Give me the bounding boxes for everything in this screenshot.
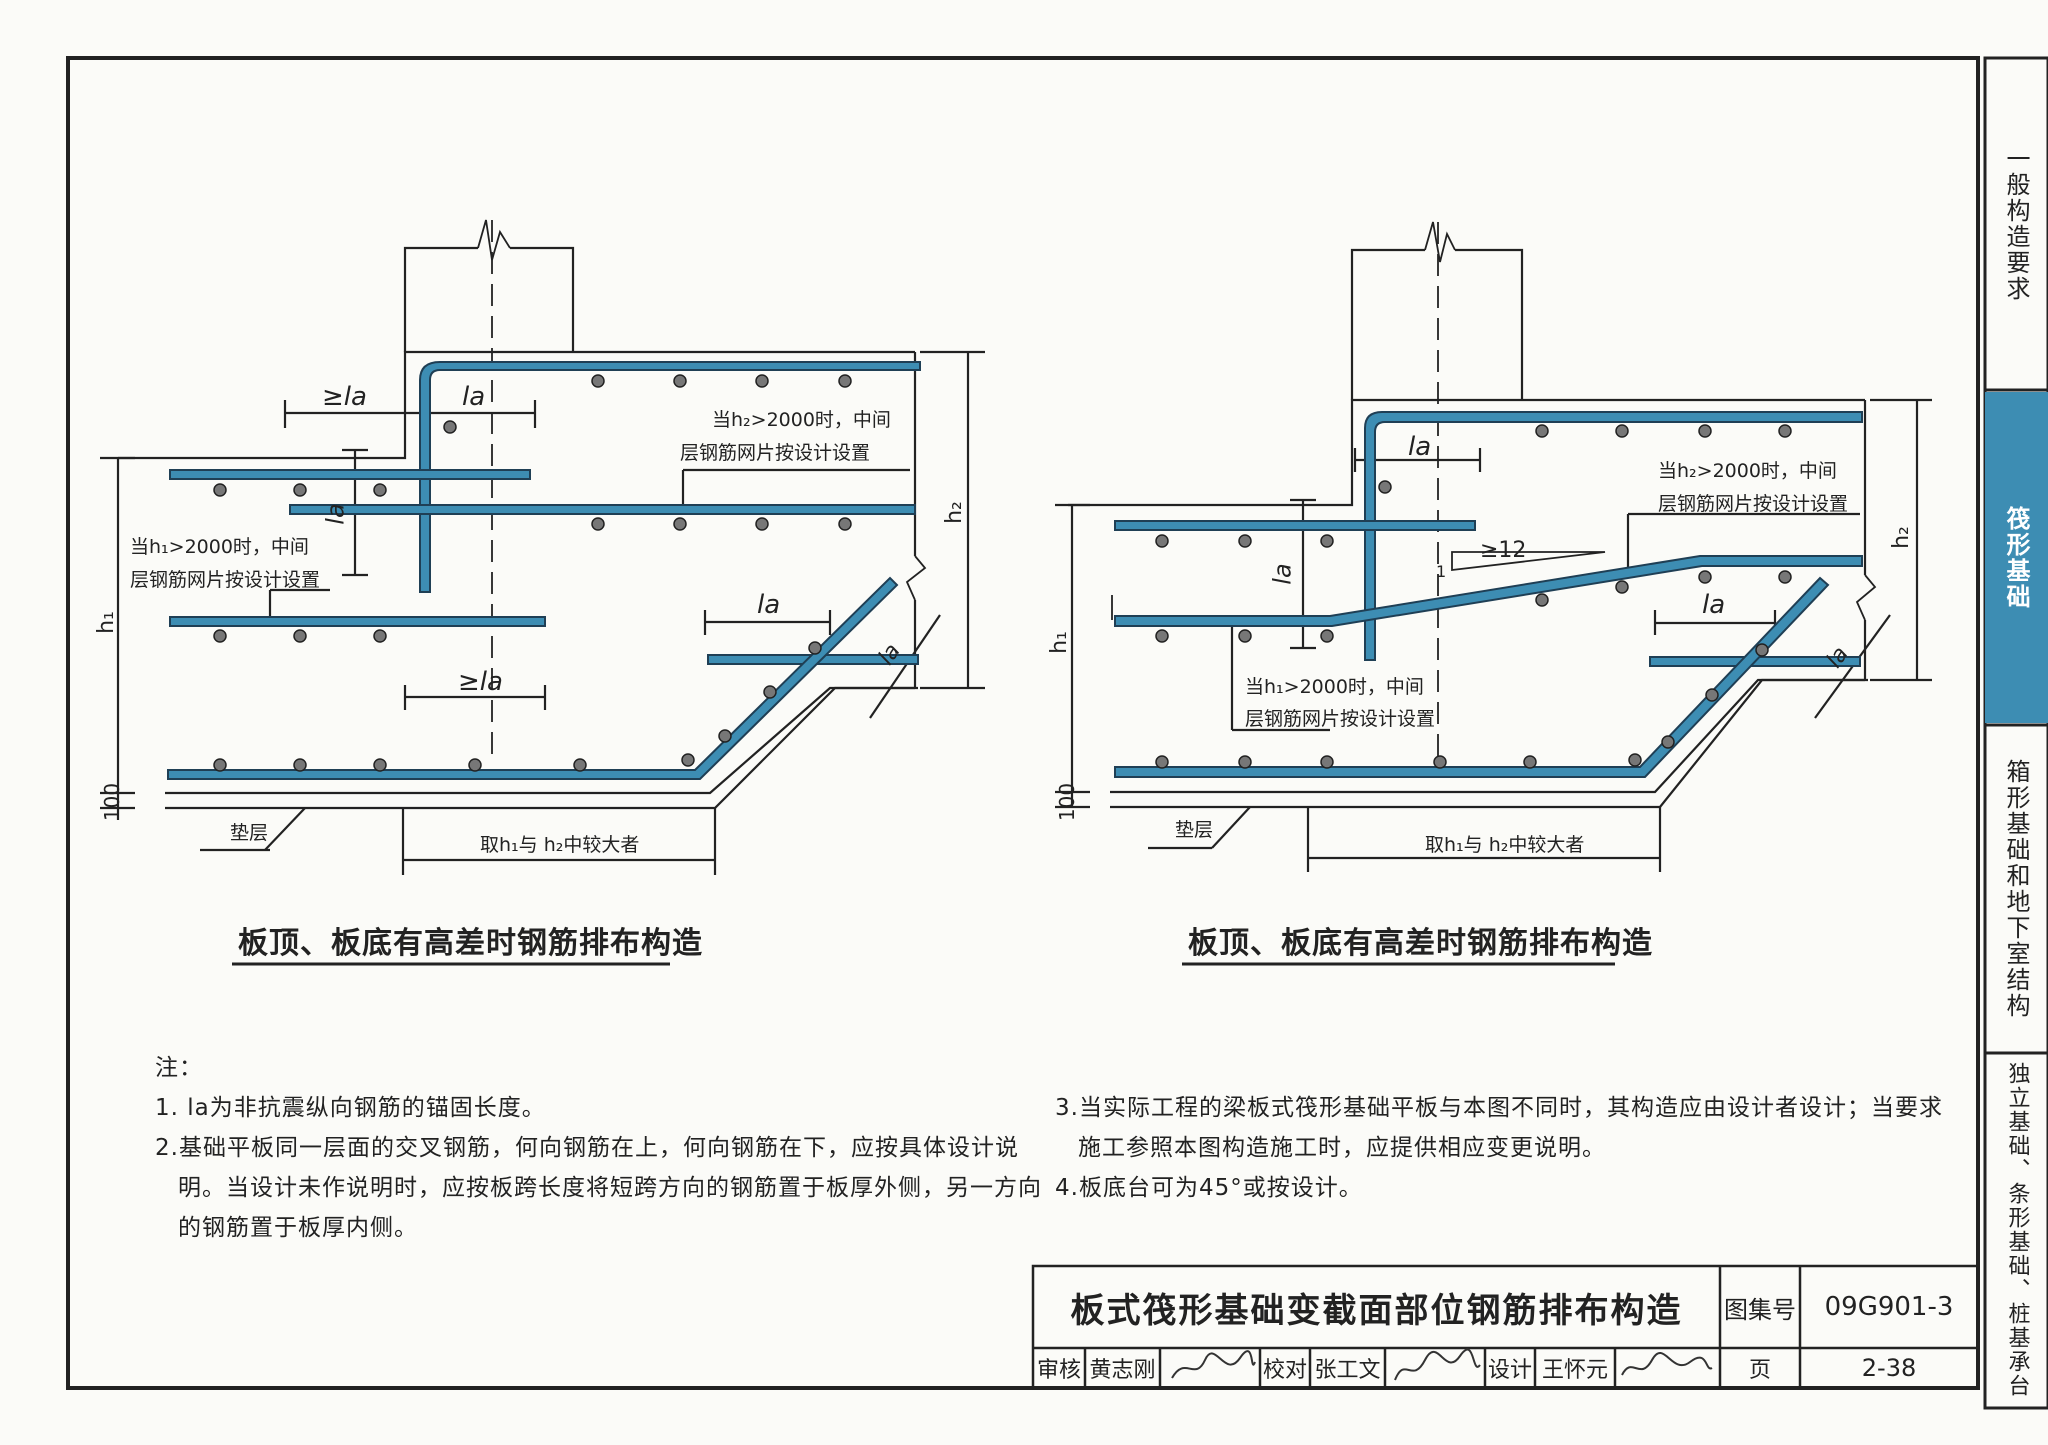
note-2-line3: 的钢筋置于板厚内侧。 xyxy=(178,1215,418,1241)
tab-label: 箱形基础和地下室结构 xyxy=(2002,759,2030,1019)
atlas-number: 09G901-3 xyxy=(1824,1292,1954,1322)
right-label-h1: h₁ xyxy=(1046,631,1072,654)
left-label-la-vert: la xyxy=(321,503,350,525)
signature-marks xyxy=(1171,1348,1713,1381)
left-label-cushion: 垫层 xyxy=(230,822,269,844)
right-label-la-top: la xyxy=(1408,432,1432,462)
left-section-drawing xyxy=(100,219,985,875)
right-note-h2-line1: 当h₂>2000时，中间 xyxy=(1658,460,1837,482)
right-note-h2-line2: 层钢筋网片按设计设置 xyxy=(1658,493,1849,515)
note-1: 1. la为非抗震纵向钢筋的锚固长度。 xyxy=(155,1095,546,1121)
left-rebar-dots xyxy=(213,374,852,772)
left-note-h1-line2: 层钢筋网片按设计设置 xyxy=(130,569,321,591)
right-label-bottom-dim: 取h₁与 h₂中较大者 xyxy=(1425,834,1585,856)
left-label-la-top: la xyxy=(462,382,486,412)
right-rebars xyxy=(1114,411,1863,778)
right-rebar-dots xyxy=(1155,424,1792,769)
atlas-label: 图集号 xyxy=(1724,1295,1796,1324)
right-label-la-vert: la xyxy=(1268,563,1297,585)
sheet-frame xyxy=(66,56,1980,1390)
right-drawing-title: 板顶、板底有高差时钢筋排布构造 xyxy=(1188,926,1653,961)
note-2-line1: 2.基础平板同一层面的交叉钢筋，何向钢筋在上，何向钢筋在下，应按具体设计说 xyxy=(155,1135,1019,1161)
tab-box-foundation[interactable]: 箱形基础和地下室结构 xyxy=(1985,727,2048,1051)
left-label-la-min-top: ≥la xyxy=(322,382,367,412)
left-note-h1-line1: 当h₁>2000时，中间 xyxy=(130,536,309,558)
left-note-h2-line2: 层钢筋网片按设计设置 xyxy=(680,442,871,464)
tab-label: 筏形基础 xyxy=(2002,505,2030,610)
designer-name: 王怀元 xyxy=(1541,1358,1608,1383)
right-section-drawing xyxy=(1055,221,1932,872)
right-note-h1-line1: 当h₁>2000时，中间 xyxy=(1245,676,1424,698)
note-3-line1: 3.当实际工程的梁板式筏形基础平板与本图不同时，其构造应由设计者设计；当要求 xyxy=(1055,1095,1943,1121)
right-label-cushion: 垫层 xyxy=(1175,819,1214,841)
sheet-main-title: 板式筏形基础变截面部位钢筋排布构造 xyxy=(1070,1290,1683,1331)
tab-isolated-strip-pile[interactable]: 独立基础、条形基础、桩基承台 xyxy=(1985,1055,2048,1405)
left-label-bottom-dim: 取h₁与 h₂中较大者 xyxy=(480,834,640,856)
note-3-line2: 施工参照本图构造施工时，应提供相应变更说明。 xyxy=(1078,1135,1606,1161)
review-label: 审核 xyxy=(1036,1358,1081,1383)
left-label-h2: h₂ xyxy=(941,501,967,524)
checker-name: 张工文 xyxy=(1314,1358,1381,1383)
left-note-h2-line1: 当h₂>2000时，中间 xyxy=(712,409,891,431)
left-label-la-min-bottom: ≥la xyxy=(458,667,503,697)
right-label-100: 100 xyxy=(1055,782,1080,822)
tab-label: 独立基础、条形基础、桩基承台 xyxy=(2004,1062,2030,1398)
note-2-line2: 明。当设计未作说明时，应按板跨长度将短跨方向的钢筋置于板厚外侧，另一方向 xyxy=(178,1175,1042,1201)
left-label-h1: h₁ xyxy=(93,611,119,634)
note-4: 4.板底台可为45°或按设计。 xyxy=(1055,1175,1363,1201)
right-label-h2: h₂ xyxy=(1888,526,1914,549)
right-label-slope-1: 1 xyxy=(1436,562,1447,581)
left-label-la-right: la xyxy=(757,590,781,620)
tab-raft-foundation[interactable]: 筏形基础 xyxy=(1985,392,2048,723)
page-number: 2-38 xyxy=(1861,1354,1917,1382)
notes-heading: 注： xyxy=(155,1055,203,1081)
title-block xyxy=(1031,1264,1980,1390)
tab-general-requirements[interactable]: 一般构造要求 xyxy=(1985,60,2048,388)
right-label-la-right: la xyxy=(1702,590,1726,620)
sidebar-frame xyxy=(1983,56,2048,1410)
left-label-100: 100 xyxy=(100,782,125,822)
design-label: 设计 xyxy=(1487,1358,1532,1383)
left-rebars xyxy=(167,361,921,780)
page-label: 页 xyxy=(1748,1358,1771,1383)
reviewer-name: 黄志刚 xyxy=(1089,1358,1156,1383)
right-label-slope-12: ≥12 xyxy=(1480,538,1527,563)
check-label: 校对 xyxy=(1262,1358,1307,1383)
right-note-h1-line2: 层钢筋网片按设计设置 xyxy=(1245,708,1436,730)
tab-label: 一般构造要求 xyxy=(2002,146,2030,302)
left-drawing-title: 板顶、板底有高差时钢筋排布构造 xyxy=(238,926,703,961)
